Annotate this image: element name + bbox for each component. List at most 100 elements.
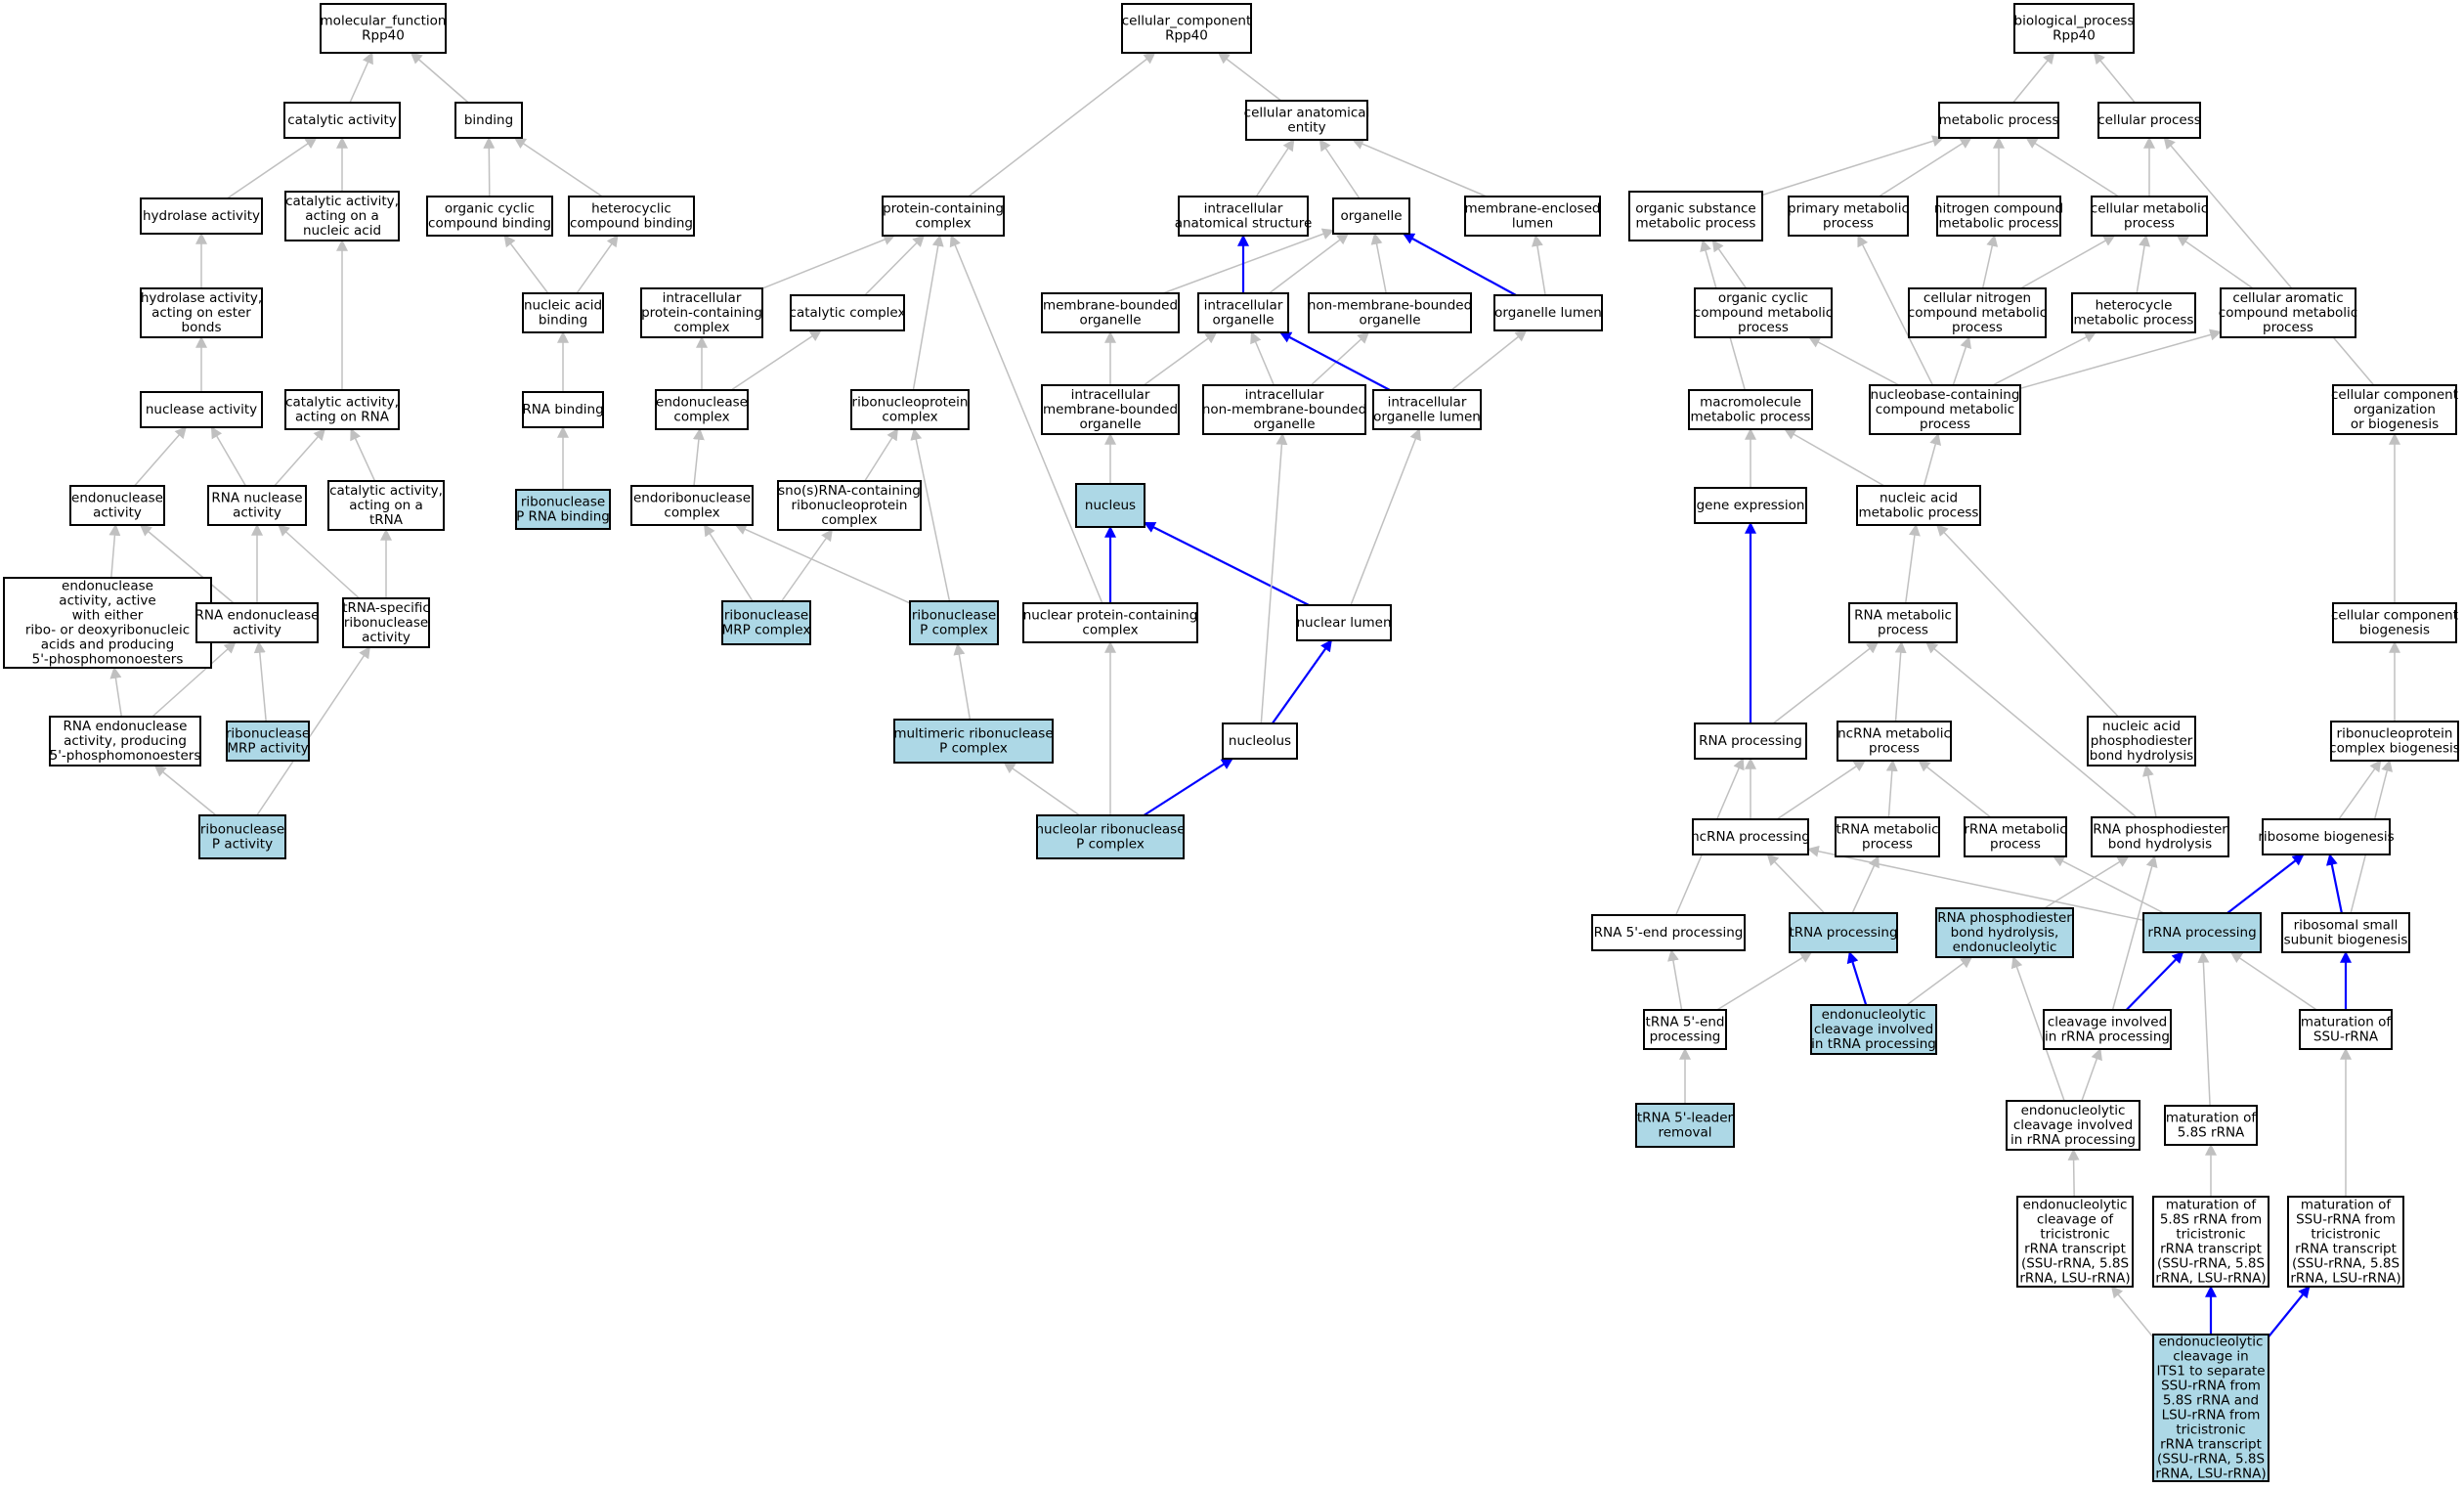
node-maturation_58s_tricistronic[interactable]: maturation of5.8S rRNA fromtricistronicr…	[2152, 1196, 2269, 1288]
node-trna_processing[interactable]: tRNA processing	[1789, 912, 1898, 953]
node-organelle[interactable]: organelle	[1332, 197, 1410, 235]
node-label-line: rRNA, LSU-rRNA)	[2290, 1271, 2400, 1287]
node-metabolic_process[interactable]: metabolic process	[1938, 102, 2059, 139]
node-nucleolus[interactable]: nucleolus	[1222, 723, 1298, 760]
node-nucleus[interactable]: nucleus	[1075, 483, 1146, 528]
node-rna_5end_processing[interactable]: RNA 5'-end processing	[1591, 914, 1746, 951]
node-rna_processing[interactable]: RNA processing	[1694, 723, 1807, 760]
node-ribosome_biogenesis[interactable]: ribosome biogenesis	[2258, 818, 2395, 855]
node-binding[interactable]: binding	[454, 102, 523, 139]
node-maturation_58s[interactable]: maturation of5.8S rRNA	[2164, 1105, 2258, 1146]
node-label-line: complex	[882, 410, 937, 425]
node-nuclear_lumen[interactable]: nuclear lumen	[1296, 604, 1392, 641]
node-label-line: cleavage involved	[2013, 1117, 2133, 1133]
node-organelle_lumen[interactable]: organelle lumen	[1493, 294, 1603, 331]
node-hydrolase_activity[interactable]: hydrolase activity	[140, 197, 263, 235]
node-label-line: compound binding	[570, 216, 693, 232]
node-cellular_process[interactable]: cellular process	[2097, 102, 2201, 139]
node-catalytic_complex[interactable]: catalytic complex	[790, 294, 906, 331]
node-rna_binding[interactable]: RNA binding	[522, 391, 604, 428]
node-label-line: tricistronic	[2040, 1227, 2109, 1243]
node-catalytic_activity[interactable]: catalytic activity	[283, 102, 401, 139]
node-rrna_processing[interactable]: rRNA processing	[2142, 912, 2262, 953]
node-intracell_nmb_org[interactable]: intracellularnon-membrane-boundedorganel…	[1202, 384, 1366, 435]
node-snorna_rnp[interactable]: sno(s)RNA-containingribonucleoproteincom…	[777, 480, 922, 531]
node-gene_expression[interactable]: gene expression	[1694, 487, 1807, 524]
node-cat_act_rna[interactable]: catalytic activity,acting on RNA	[284, 389, 400, 430]
node-box	[1041, 292, 1180, 333]
node-label-line: nucleolar ribonuclease	[1035, 822, 1185, 838]
node-nuclease_activity[interactable]: nuclease activity	[140, 391, 263, 428]
node-ncrna_processing[interactable]: ncRNA processing	[1691, 818, 1810, 855]
node-label-line: endonucleolytic	[1953, 940, 2057, 955]
